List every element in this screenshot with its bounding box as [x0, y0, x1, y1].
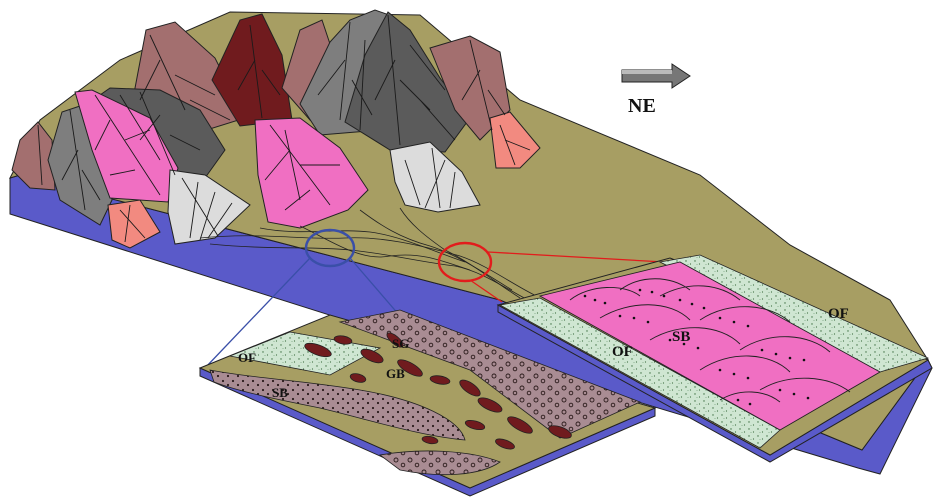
inset-right-label-of-top: OF	[828, 306, 849, 322]
direction-indicator: NE	[622, 64, 690, 117]
inset-right-label-sb: SB	[672, 329, 690, 345]
direction-label: NE	[628, 95, 656, 117]
inset-left-label-of: OF	[238, 350, 256, 365]
inset-left-label-gb: GB	[386, 366, 405, 381]
inset-left-label-sb: SB	[272, 385, 288, 400]
arrow-right-icon	[622, 64, 690, 88]
inset-right-label-of-bottom: OF	[612, 344, 633, 360]
inset-left-label-sg: SG	[392, 336, 409, 351]
